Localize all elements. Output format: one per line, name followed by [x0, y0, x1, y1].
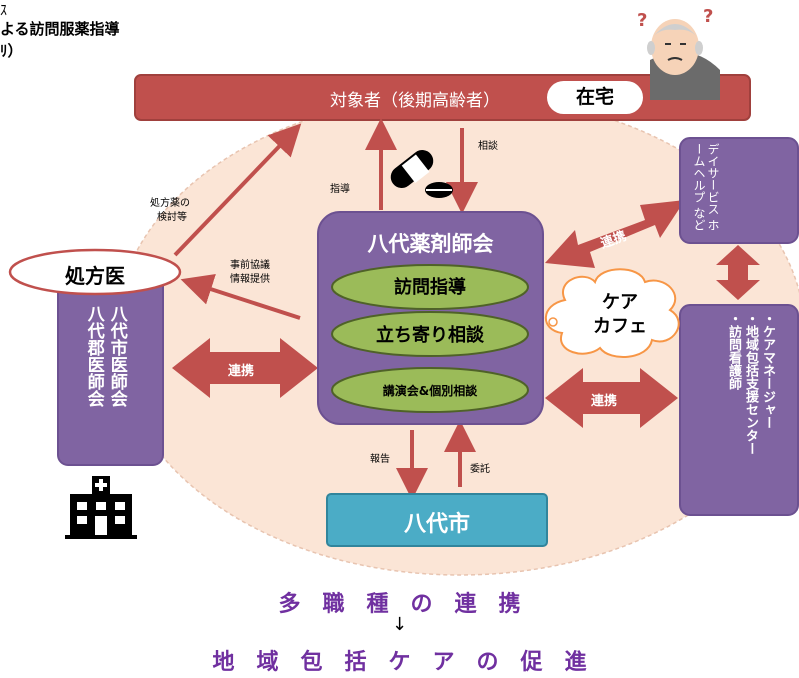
cafe-cloud	[544, 268, 680, 359]
care-item-center: ・地域包括支援センター	[743, 312, 758, 455]
pharmacy-title: 八代薬剤師会	[367, 232, 494, 256]
city-label: 八代市	[403, 512, 470, 537]
pill-visit	[331, 264, 529, 310]
link-care-label: 連携	[591, 394, 618, 409]
label-prior-consult-1: 事前協議	[230, 260, 270, 271]
label-prescription-2: 検討等	[157, 212, 187, 223]
cafe-cloud-dot	[548, 317, 558, 327]
hospital-icon	[65, 476, 137, 539]
home-badge: 在宅	[547, 81, 643, 114]
double-arrow-care	[545, 368, 678, 428]
home-label: 在宅	[575, 86, 614, 108]
question-mark-left: ?	[637, 10, 648, 31]
label-commission: 委託	[470, 464, 490, 475]
cafe-line1: ケア	[602, 292, 638, 313]
elderly-person-icon	[647, 19, 720, 100]
doctor-assoc-city: 八代市医師会	[106, 305, 127, 407]
double-arrow-services	[545, 200, 685, 268]
link-doctor-label: 連携	[228, 364, 255, 379]
question-mark-right: ?	[703, 6, 714, 27]
pill-visit-label: 訪問指導	[394, 277, 466, 298]
footer-line2: 地 域 包 括 ケ ア の 促 進	[212, 650, 587, 675]
label-report: 報告	[370, 454, 390, 465]
care-item-nurse: ・訪問看護師	[726, 312, 741, 390]
target-label: 対象者（後期高齢者）	[330, 91, 500, 111]
services-box	[679, 137, 799, 244]
care-box	[679, 304, 799, 516]
arrow-prescription	[173, 123, 302, 257]
double-arrow-doctor	[172, 338, 318, 398]
pill-lecture	[331, 367, 529, 413]
doctor-oval	[8, 248, 182, 296]
services-text: デイサービス ホームヘルプ など	[692, 143, 720, 231]
pill-dropin	[331, 311, 529, 357]
care-item-manager: ・ケアマネージャー	[760, 312, 775, 429]
doctor-assoc-county: 八代郡医師会	[83, 305, 104, 407]
pill-icon	[390, 149, 453, 198]
footer-arrow: ↓	[391, 614, 408, 635]
header-fragment-0: ｽ	[0, 3, 7, 19]
cafe-line2: カフェ	[593, 316, 647, 337]
label-prescription-1: 処方薬の	[150, 198, 190, 209]
doctor-label: 処方医	[65, 264, 125, 288]
label-guidance: 指導	[330, 184, 350, 195]
footer-line1: 多 職 種 の 連 携	[278, 592, 521, 617]
pill-dropin-label: 立ち寄り相談	[376, 325, 484, 346]
label-prior-consult-2: 情報提供	[230, 274, 270, 285]
pill-lecture-label: 講演会&個別相談	[382, 384, 478, 398]
header-title: よる訪問服薬指導	[0, 20, 120, 38]
double-arrow-vertical	[716, 245, 760, 300]
label-consult: 相談	[478, 141, 498, 152]
arrow-prior-consult	[180, 273, 301, 320]
city-box	[326, 493, 548, 547]
header-fragment-2: ﾘ）	[0, 42, 23, 60]
